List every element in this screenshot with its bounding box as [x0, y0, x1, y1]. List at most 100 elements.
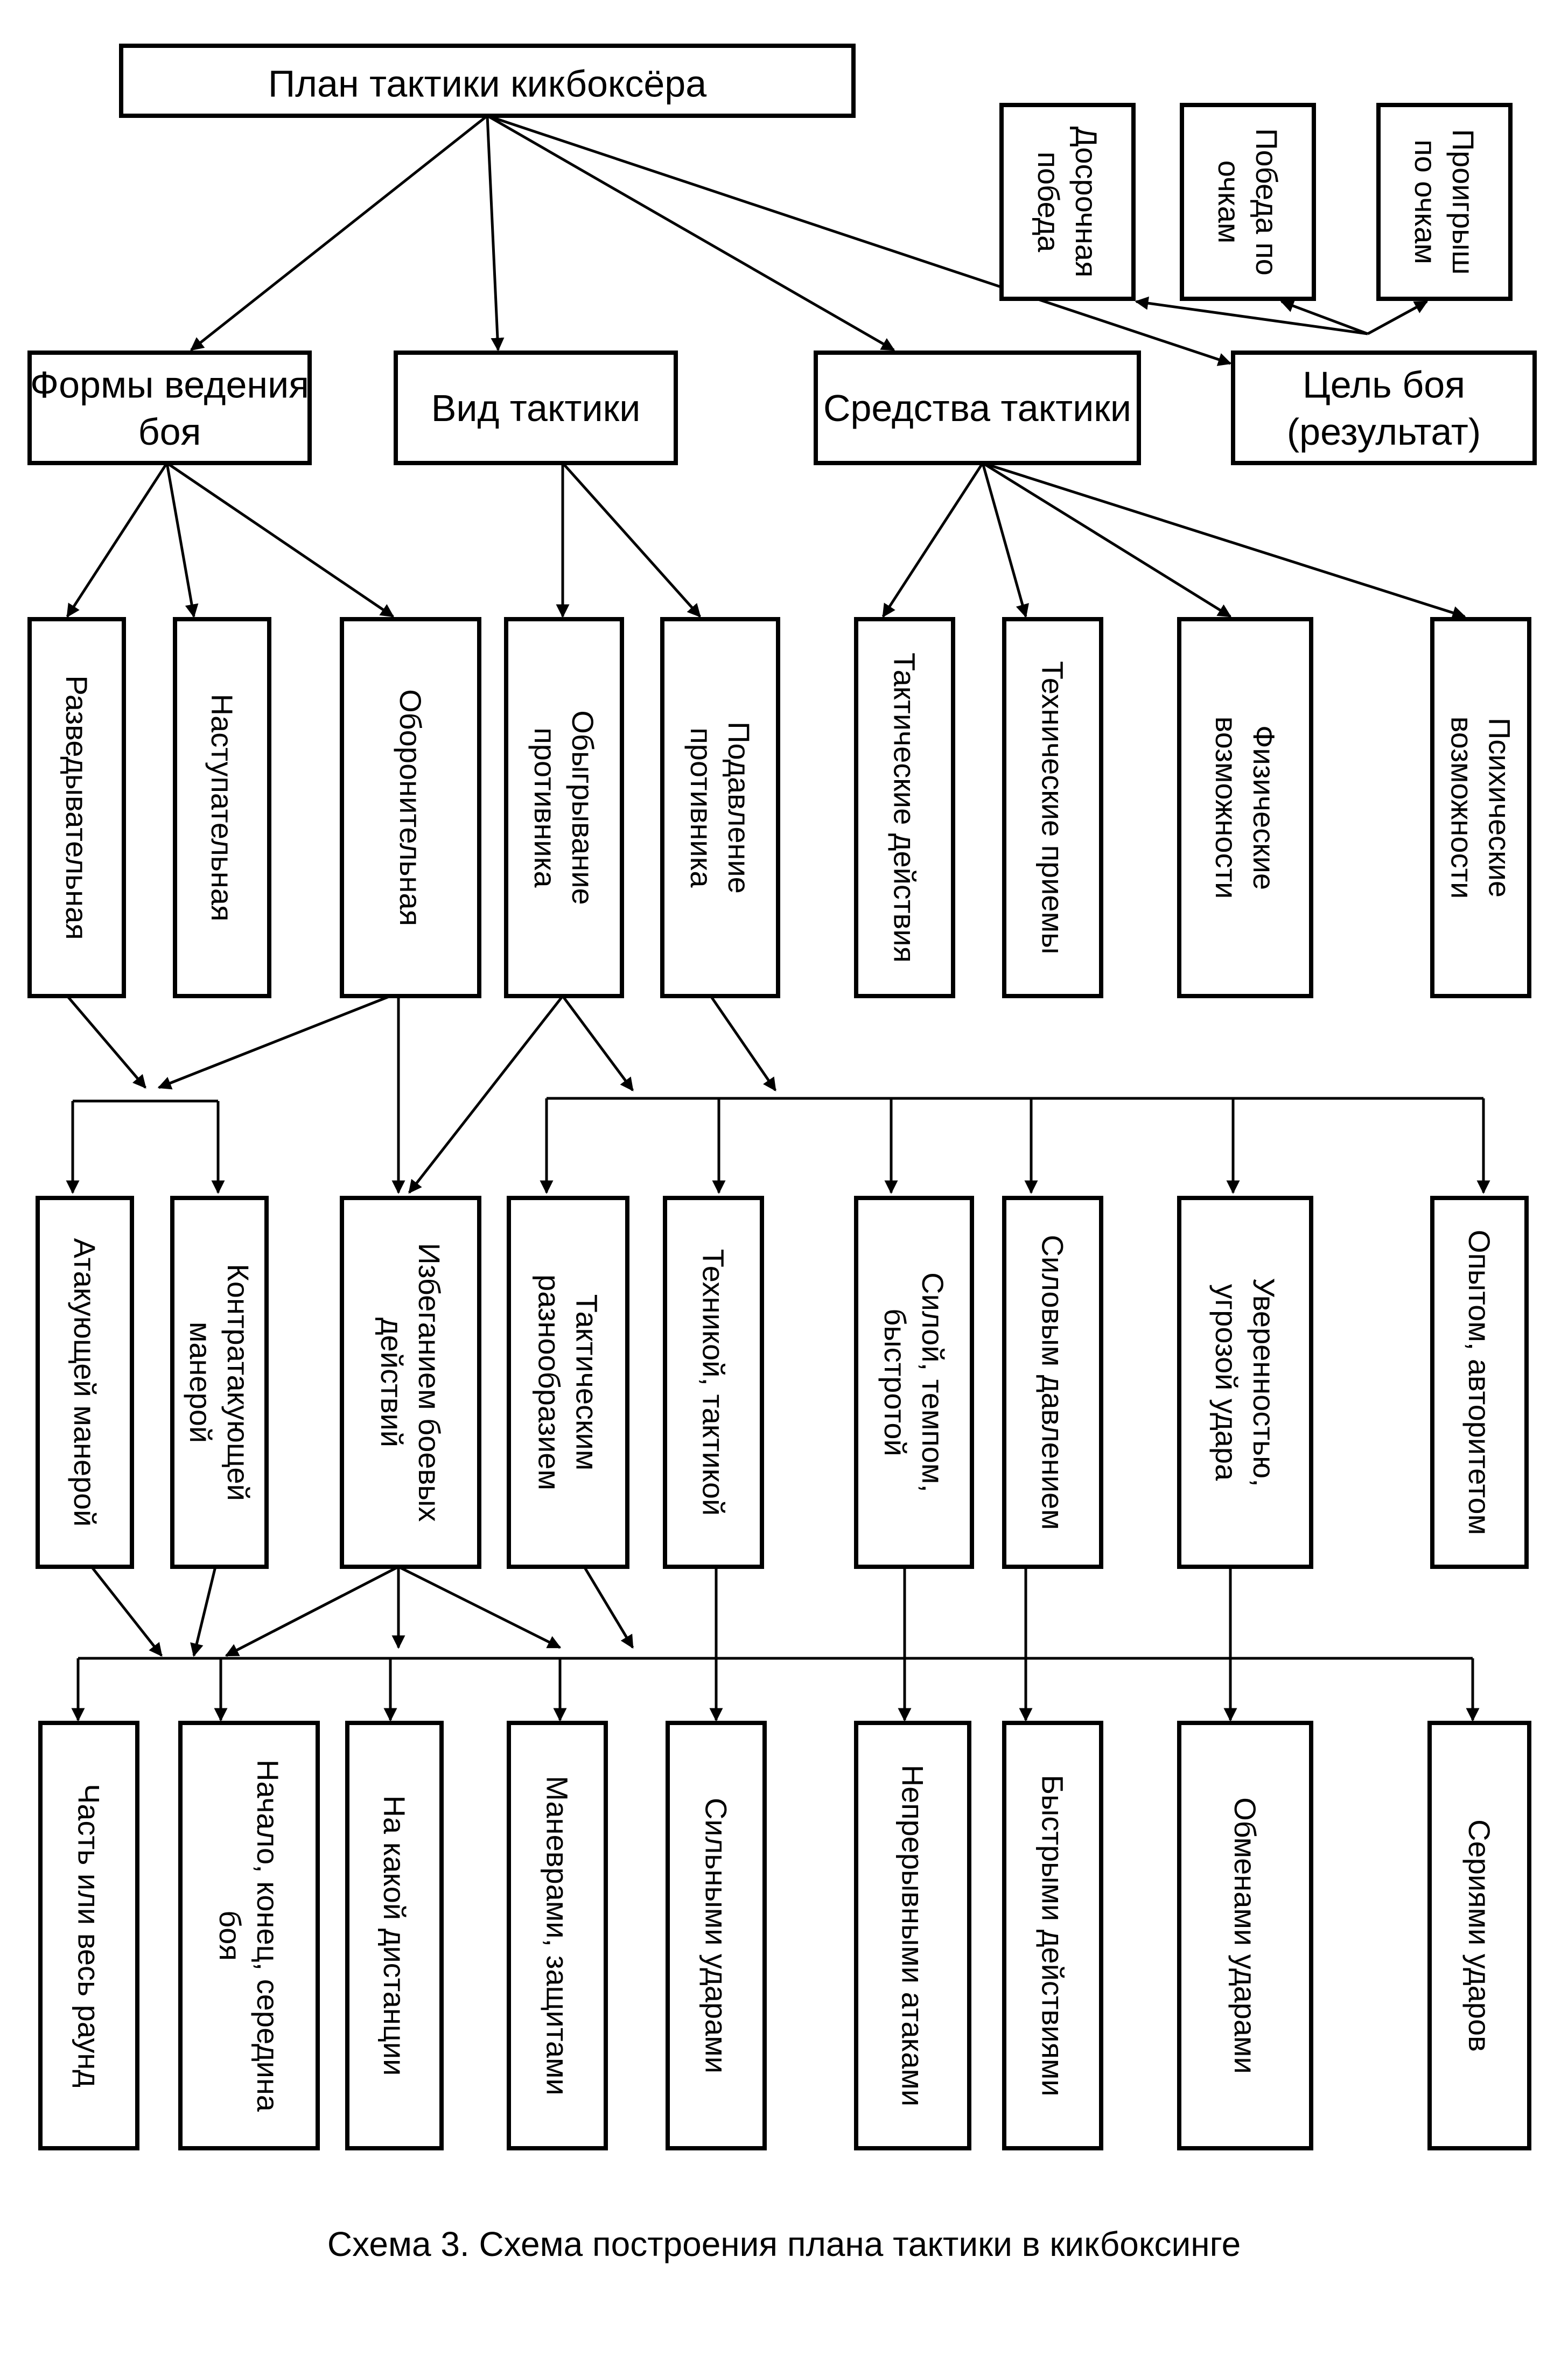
phase-box-frame	[178, 1721, 320, 2150]
counter-box-label: манерой	[184, 1322, 218, 1443]
continuous-box-label: Непрерывными атаками	[895, 1765, 929, 2107]
variety-box-label: Тактическим	[570, 1294, 604, 1471]
physical-box-frame	[1177, 617, 1313, 998]
experience-box-label: Опытом, авторитетом	[1462, 1230, 1496, 1535]
goal-box: Цель боя(результат)	[1231, 351, 1537, 465]
fast-box: Быстрыми действиями	[1002, 1721, 1103, 2150]
arrow	[562, 462, 701, 618]
title-box-frame	[119, 44, 856, 118]
technical-box-frame	[1002, 617, 1103, 998]
suppress-box-label: Подавление	[722, 721, 756, 894]
distance-box-frame	[345, 1721, 444, 2150]
arrow	[709, 995, 777, 1092]
confidence-box-label: угрозой удара	[1209, 1284, 1243, 1481]
arrow	[190, 115, 488, 351]
tactic-means-box: Средства тактики	[814, 351, 1141, 465]
forms-box-frame	[27, 351, 312, 465]
arrow	[157, 994, 391, 1090]
exchanges-box: Обменами ударами	[1177, 1721, 1313, 2150]
outplay-box-label: противника	[528, 727, 562, 888]
technique-box-label: Техникой, тактикой	[696, 1249, 730, 1516]
goal-box-frame	[1231, 351, 1537, 465]
points-win-box-label: Победа по	[1250, 128, 1284, 276]
points-win-box-frame	[1180, 103, 1316, 301]
offensive-box-frame	[173, 617, 271, 998]
points-loss-box-label: по очкам	[1409, 139, 1443, 264]
phase-box-label: боя	[213, 1910, 247, 1961]
arrow	[561, 995, 634, 1092]
maneuvers-box-frame	[507, 1721, 608, 2150]
arrow	[881, 462, 984, 618]
recon-box: Разведывательная	[27, 617, 126, 998]
pressure-box-frame	[1002, 1196, 1103, 1569]
points-loss-box-label: Проигрыш	[1446, 129, 1480, 275]
arrow	[190, 1566, 217, 1657]
points-loss-box-frame	[1376, 103, 1513, 301]
strength-box: Силой, темпом,быстротой	[854, 1196, 974, 1569]
title-box: План тактики кикбоксёра	[119, 44, 856, 118]
series-box-frame	[1427, 1721, 1531, 2150]
defensive-box-label: Оборонительная	[394, 689, 428, 926]
distance-box-label: На какой дистанции	[377, 1796, 411, 2076]
outplay-box-label: Обыгрывание	[566, 710, 600, 905]
outplay-box-frame	[504, 617, 624, 998]
tactic-type-box: Вид тактики	[394, 351, 678, 465]
fast-box-label: Быстрыми действиями	[1035, 1775, 1069, 2096]
diagram-caption: Схема 3. Схема построения плана тактики …	[327, 2225, 1241, 2263]
series-box: Сериями ударов	[1427, 1721, 1531, 2150]
arrow	[90, 1566, 163, 1657]
experience-box: Опытом, авторитетом	[1430, 1196, 1529, 1569]
avoid-box-label: Избеганием боевых	[412, 1243, 446, 1522]
exchanges-box-frame	[1177, 1721, 1313, 2150]
connector-layer	[66, 114, 1490, 1722]
round-box: Часть или весь раунд	[38, 1721, 139, 2150]
early-win-box-label: Досрочная	[1069, 127, 1103, 277]
series-box-label: Сериями ударов	[1462, 1819, 1496, 2052]
arrow	[981, 462, 1029, 618]
variety-box-frame	[507, 1196, 629, 1569]
confidence-box: Уверенностью,угрозой удара	[1177, 1196, 1313, 1569]
early-win-box-label: победа	[1032, 152, 1066, 253]
strong-hits-box: Сильными ударами	[666, 1721, 767, 2150]
recon-box-label: Разведывательная	[60, 675, 94, 940]
technical-box-label: Технические приемы	[1035, 661, 1069, 955]
arrow	[486, 115, 505, 352]
tactic-type-box-frame	[394, 351, 678, 465]
tactical-actions-box: Тактические действия	[854, 617, 955, 998]
arrow	[487, 114, 1232, 366]
strength-box-label: Силой, темпом,	[916, 1272, 950, 1492]
attacking-box: Атакующей манерой	[36, 1196, 134, 1569]
experience-box-frame	[1430, 1196, 1529, 1569]
defensive-box: Оборонительная	[340, 617, 481, 998]
phase-box-label: Начало, конец, середина	[251, 1760, 285, 2112]
tactic-type-box-label: Вид тактики	[431, 387, 641, 429]
arrow	[1280, 299, 1368, 335]
physical-box-label: Физические	[1247, 725, 1281, 890]
defensive-box-frame	[340, 617, 481, 998]
offensive-box: Наступательная	[173, 617, 271, 998]
mental-box-label: Психические	[1482, 718, 1516, 898]
confidence-box-label: Уверенностью,	[1247, 1278, 1281, 1487]
strong-hits-box-frame	[666, 1721, 767, 2150]
counter-box-frame	[170, 1196, 269, 1569]
forms-box-label: боя	[138, 411, 201, 453]
variety-box-label: разнообразием	[532, 1274, 566, 1490]
maneuvers-box: Маневрами, защитами	[507, 1721, 608, 2150]
avoid-box-label: действий	[375, 1317, 409, 1447]
mental-box-frame	[1430, 617, 1531, 998]
fast-box-frame	[1002, 1721, 1103, 2150]
offensive-box-label: Наступательная	[205, 694, 239, 922]
arrow	[397, 1565, 562, 1649]
counter-box-label: Контратакующей	[221, 1264, 255, 1501]
arrow	[1367, 300, 1429, 335]
strong-hits-box-label: Сильными ударами	[699, 1798, 733, 2073]
goal-box-label: Цель боя	[1303, 363, 1465, 405]
arrow	[982, 461, 1232, 618]
